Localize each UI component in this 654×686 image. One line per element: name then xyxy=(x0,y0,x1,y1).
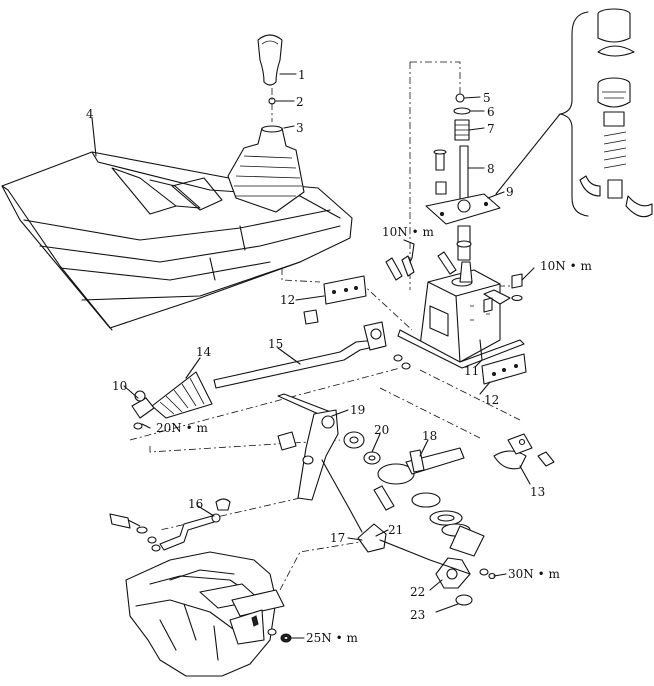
gear-lever-19 xyxy=(277,393,339,501)
callout-15: 15 xyxy=(268,337,283,351)
mounting-plate-left xyxy=(323,275,367,305)
callout-14: 14 xyxy=(196,345,212,359)
callout-12-left: 12 xyxy=(280,293,295,307)
callout-6: 6 xyxy=(487,105,495,119)
torque-spec-link: 30N • m xyxy=(508,567,560,581)
callout-12-right: 12 xyxy=(484,393,499,407)
torque-spec-upper-left: 10N • m xyxy=(382,225,434,239)
callout-9: 9 xyxy=(506,185,514,199)
callout-1: 1 xyxy=(298,68,306,82)
rod-boot xyxy=(151,371,213,419)
callout-7: 7 xyxy=(487,122,495,136)
torque-spec-upper-right: 10N • m xyxy=(540,259,592,273)
nut-25 xyxy=(267,628,292,643)
torque-spec-nut: 25N • m xyxy=(306,631,358,645)
torque-spec-joint: 20N • m xyxy=(156,421,208,435)
callout-13: 13 xyxy=(530,485,545,499)
callout-11: 11 xyxy=(464,364,479,378)
callout-3: 3 xyxy=(296,121,304,135)
leader-lines xyxy=(91,73,535,639)
callout-4: 4 xyxy=(86,107,94,121)
callout-23: 23 xyxy=(410,608,425,622)
callout-18: 18 xyxy=(422,429,437,443)
lever-17 xyxy=(321,459,471,575)
callout-22: 22 xyxy=(410,585,425,599)
callout-labels: 1 2 3 4 5 6 7 8 9 10 11 12 12 13 14 15 1… xyxy=(86,68,545,622)
bushings-20 xyxy=(343,431,395,511)
shift-rod xyxy=(213,321,411,389)
assembly-centre-lines xyxy=(129,61,521,591)
callout-10: 10 xyxy=(112,379,127,393)
linkage-rod-16 xyxy=(109,498,231,552)
shift-boot xyxy=(227,125,305,213)
callout-20: 20 xyxy=(374,423,389,437)
screws-upper xyxy=(303,251,523,325)
detail-view xyxy=(495,8,653,218)
transmission-housing xyxy=(125,551,285,677)
callout-21: 21 xyxy=(388,523,403,537)
pivot-shaft-18 xyxy=(377,447,465,485)
callout-17: 17 xyxy=(330,531,345,545)
callout-19: 19 xyxy=(350,403,365,417)
plate-13 xyxy=(493,433,555,470)
callout-5: 5 xyxy=(483,91,491,105)
torque-labels: 10N • m 10N • m 20N • m 30N • m 25N • m xyxy=(156,225,592,645)
spring-stack xyxy=(425,93,501,261)
selector-assembly-21 xyxy=(411,492,485,557)
mounting-plate-right xyxy=(481,353,527,385)
shift-housing xyxy=(397,261,525,369)
callout-16: 16 xyxy=(188,497,203,511)
shift-knob xyxy=(257,34,283,86)
callout-2: 2 xyxy=(296,95,304,109)
callout-8: 8 xyxy=(487,162,495,176)
ball-joint xyxy=(131,390,155,430)
